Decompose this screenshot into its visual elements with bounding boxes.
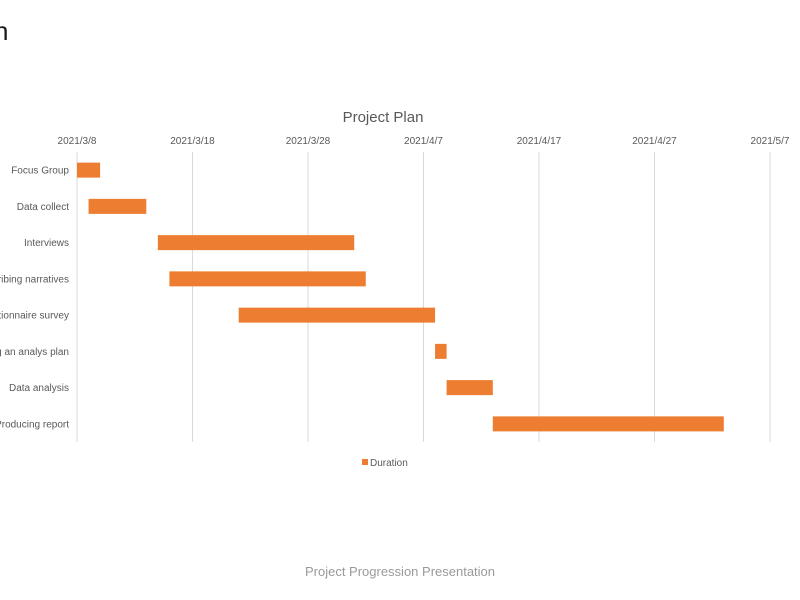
x-tick-label: 2021/4/27 xyxy=(632,136,677,147)
legend: Duration xyxy=(362,458,408,469)
legend-label: Duration xyxy=(370,458,408,469)
x-tick-label: 2021/4/7 xyxy=(404,136,443,147)
x-axis-ticks: 2021/3/8 2021/3/18 2021/3/28 2021/4/7 2021/4… xyxy=(58,136,790,147)
gantt-bar xyxy=(492,416,724,432)
legend-swatch xyxy=(362,459,368,465)
x-tick-label: 2021/3/18 xyxy=(170,136,215,147)
x-tick-label: 2021/5/7 xyxy=(751,136,790,147)
footer-text: Project Progression Presentation xyxy=(304,564,496,579)
category-label: stionnaire survey xyxy=(0,311,69,322)
bars xyxy=(77,162,724,432)
category-label: Focus Group xyxy=(11,166,69,177)
category-label: ribing narratives xyxy=(0,274,69,285)
slide-heading: n xyxy=(0,16,9,46)
gantt-bar xyxy=(157,235,355,251)
gridlines xyxy=(76,152,771,442)
x-tick-label: 2021/3/8 xyxy=(58,136,97,147)
category-label: Interviews xyxy=(24,238,69,249)
gantt-bar xyxy=(88,198,147,214)
category-label: Data analysis xyxy=(9,383,69,394)
category-label: Data collect xyxy=(17,202,69,213)
gantt-bar xyxy=(446,380,493,396)
category-label: Producing report xyxy=(0,419,69,430)
gantt-bar xyxy=(238,307,436,323)
gantt-bar xyxy=(77,162,101,178)
gantt-bar xyxy=(435,343,447,359)
x-tick-label: 2021/3/28 xyxy=(286,136,331,147)
chart-title: Project Plan xyxy=(343,109,424,126)
x-tick-label: 2021/4/17 xyxy=(517,136,562,147)
gantt-bar xyxy=(169,271,366,287)
category-label: g an analys plan xyxy=(0,347,69,358)
